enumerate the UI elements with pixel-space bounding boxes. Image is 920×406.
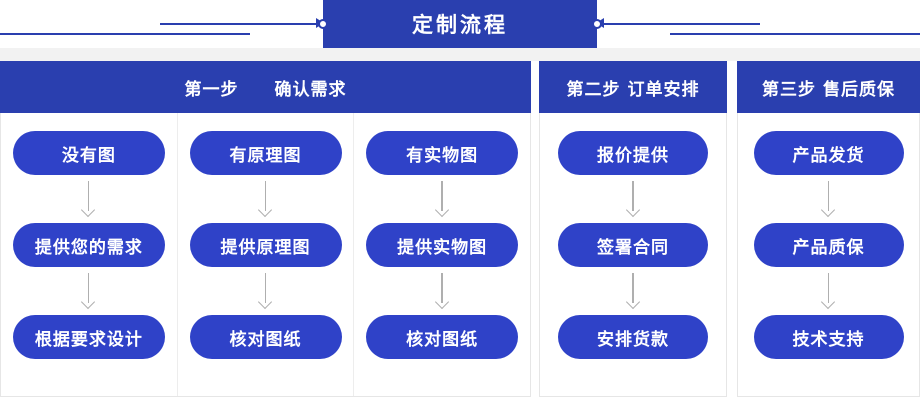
down-arrow-icon	[622, 175, 644, 223]
step-panel-2: 第二步 订单安排 报价提供 签署合同 安排货款	[539, 61, 727, 397]
step-panel-3: 第三步 售后质保 产品发货 产品质保 技术支持	[737, 61, 920, 397]
step-2-column-1: 报价提供 签署合同 安排货款	[540, 113, 726, 396]
flow-node[interactable]: 没有图	[12, 131, 165, 175]
decor-line-right-upper	[594, 23, 760, 25]
step-2-header: 第二步 订单安排	[539, 61, 727, 113]
decor-line-left-upper	[160, 23, 326, 25]
separator-band	[0, 48, 920, 61]
step-1-column-1: 没有图 提供您的需求 根据要求设计	[1, 113, 177, 396]
down-arrow-icon	[431, 175, 453, 223]
banner: 定制流程	[0, 0, 920, 48]
flow-node[interactable]: 报价提供	[558, 131, 708, 175]
step-panel-1: 第一步 确认需求 没有图 提供您的需求 根据要求设计 有原理图 提供原理图 核对…	[0, 61, 531, 397]
down-arrow-icon	[622, 267, 644, 315]
footer-band	[0, 397, 920, 406]
flow-node[interactable]: 签署合同	[558, 223, 708, 267]
steps-container: 第一步 确认需求 没有图 提供您的需求 根据要求设计 有原理图 提供原理图 核对…	[0, 61, 920, 397]
decor-line-left-lower	[0, 33, 250, 35]
step-1-column-2: 有原理图 提供原理图 核对图纸	[176, 113, 354, 396]
flow-node[interactable]: 有实物图	[366, 131, 519, 175]
page-title: 定制流程	[323, 0, 597, 48]
flow-node[interactable]: 产品发货	[753, 131, 904, 175]
step-1-body: 没有图 提供您的需求 根据要求设计 有原理图 提供原理图 核对图纸 有实物图	[0, 113, 531, 397]
flow-node[interactable]: 提供您的需求	[12, 223, 165, 267]
down-arrow-icon	[255, 267, 277, 315]
decor-line-right-lower	[670, 33, 920, 35]
step-1-column-3: 有实物图 提供实物图 核对图纸	[353, 113, 530, 396]
step-1-header: 第一步 确认需求	[0, 61, 531, 113]
down-arrow-icon	[78, 267, 100, 315]
flow-node[interactable]: 安排货款	[558, 315, 708, 359]
decor-knob-right	[592, 19, 602, 29]
down-arrow-icon	[78, 175, 100, 223]
flow-node[interactable]: 核对图纸	[366, 315, 519, 359]
flow-node[interactable]: 产品质保	[753, 223, 904, 267]
flow-node[interactable]: 有原理图	[189, 131, 342, 175]
step-3-header: 第三步 售后质保	[737, 61, 920, 113]
flow-node[interactable]: 根据要求设计	[12, 315, 165, 359]
step-2-body: 报价提供 签署合同 安排货款	[539, 113, 727, 397]
flow-node[interactable]: 核对图纸	[189, 315, 342, 359]
flow-node[interactable]: 提供实物图	[366, 223, 519, 267]
step-3-body: 产品发货 产品质保 技术支持	[737, 113, 920, 397]
down-arrow-icon	[818, 267, 840, 315]
down-arrow-icon	[431, 267, 453, 315]
decor-knob-left	[318, 19, 328, 29]
flow-node[interactable]: 提供原理图	[189, 223, 342, 267]
down-arrow-icon	[818, 175, 840, 223]
step-3-column-1: 产品发货 产品质保 技术支持	[738, 113, 919, 396]
down-arrow-icon	[255, 175, 277, 223]
flow-node[interactable]: 技术支持	[753, 315, 904, 359]
